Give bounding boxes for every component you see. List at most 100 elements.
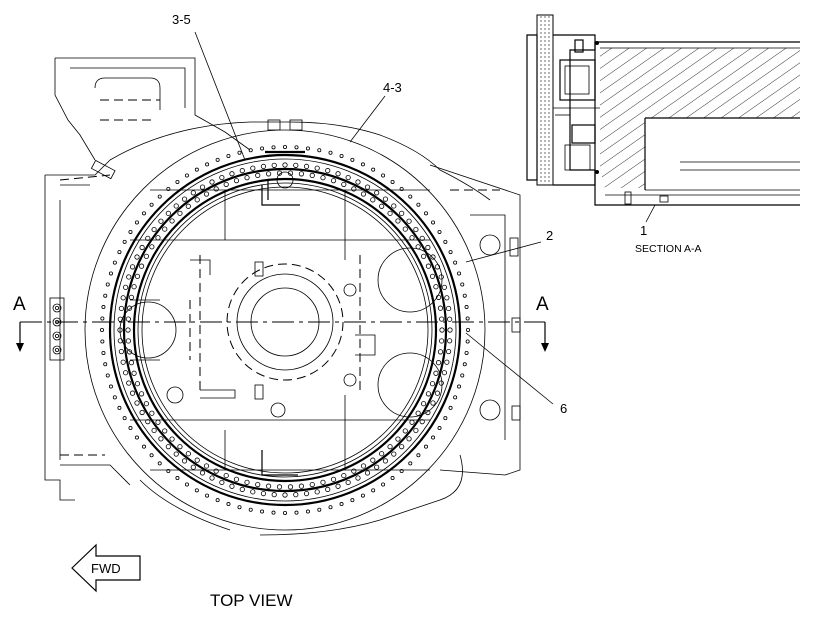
main-frame bbox=[44, 57, 521, 536]
bolt-hole bbox=[439, 316, 445, 322]
bolt-hole bbox=[294, 510, 299, 515]
bolt-hole bbox=[117, 338, 123, 344]
bolt-hole bbox=[341, 472, 347, 479]
bolt-hole bbox=[287, 484, 294, 490]
bolt-hole bbox=[122, 416, 127, 421]
bolt-hole bbox=[364, 184, 371, 190]
bolt-hole bbox=[282, 162, 288, 168]
bolt-hole bbox=[134, 435, 139, 440]
bolt-hole bbox=[453, 260, 458, 265]
bolt-hole bbox=[464, 305, 469, 310]
bolt-hole bbox=[425, 409, 431, 416]
bolt-hole bbox=[175, 179, 180, 184]
bolt-hole bbox=[100, 339, 105, 344]
bolt-hole bbox=[421, 253, 427, 259]
bolt-hole bbox=[462, 293, 467, 298]
internal-structure bbox=[59, 171, 501, 476]
bolt-hole bbox=[381, 173, 386, 178]
bolt-hole bbox=[128, 426, 133, 431]
bolt-hole bbox=[423, 444, 428, 449]
bolt-hole bbox=[330, 476, 337, 482]
bolt-hole bbox=[199, 470, 206, 476]
bolt-hole bbox=[175, 476, 180, 481]
bolt-hole bbox=[444, 359, 450, 365]
bolt-hole bbox=[151, 226, 157, 233]
bolt-hole bbox=[408, 461, 413, 466]
bolt-hole bbox=[364, 470, 371, 476]
bolt-hole bbox=[166, 468, 171, 473]
bolt-hole bbox=[125, 327, 131, 333]
bolt-hole bbox=[448, 405, 453, 410]
bolt-hole bbox=[141, 444, 146, 449]
bolt-hole bbox=[141, 211, 146, 216]
bolt-hole bbox=[117, 316, 123, 322]
bolt-hole bbox=[419, 419, 425, 425]
bolt-hole bbox=[402, 428, 408, 434]
bolt-hole bbox=[443, 239, 448, 244]
bolt-hole bbox=[181, 458, 188, 464]
bolt-hole bbox=[293, 162, 299, 168]
bolt-hole bbox=[293, 492, 299, 498]
bolt-hole bbox=[441, 370, 447, 376]
bolt-hole bbox=[351, 186, 357, 192]
bolt-hole bbox=[194, 167, 199, 172]
bolt-hole bbox=[203, 191, 210, 197]
bolt-hole bbox=[128, 360, 135, 366]
fwd-arrow: FWD bbox=[71, 543, 141, 593]
bolt-hole bbox=[429, 381, 436, 387]
bolt-hole bbox=[108, 384, 113, 389]
bearing-inner-ring bbox=[132, 177, 438, 483]
bolt-hole bbox=[215, 498, 220, 503]
bolt-hole bbox=[303, 490, 310, 497]
bolt-hole bbox=[101, 350, 106, 355]
section-marker-right: A bbox=[536, 294, 549, 315]
bolt-hole bbox=[335, 483, 341, 489]
bolt-hole bbox=[443, 416, 448, 421]
bolt-hole bbox=[128, 229, 133, 234]
bolt-hole bbox=[464, 350, 469, 355]
bolt-hole bbox=[465, 327, 470, 332]
bolt-hole bbox=[209, 179, 215, 185]
bolt-hole bbox=[173, 451, 179, 457]
bolt-hole bbox=[462, 362, 467, 367]
bolt-hole bbox=[351, 468, 357, 474]
bolt-hole bbox=[303, 163, 310, 170]
bolt-hole bbox=[105, 282, 110, 287]
bolt-hole bbox=[294, 145, 299, 150]
bolt-hole bbox=[117, 327, 123, 333]
bolt-hole bbox=[205, 162, 210, 167]
bolt-hole bbox=[103, 362, 108, 367]
bolt-hole bbox=[194, 488, 199, 493]
bolt-hole bbox=[184, 173, 189, 178]
bolt-hole bbox=[416, 202, 421, 207]
bolt-hole bbox=[425, 391, 432, 397]
bolt-hole bbox=[390, 476, 395, 481]
outer-flange-contour bbox=[84, 129, 486, 531]
bolt-hole bbox=[453, 395, 458, 400]
bolt-hole bbox=[339, 153, 344, 158]
bolt-hole bbox=[305, 146, 310, 151]
bolt-hole bbox=[317, 148, 322, 153]
bolt-hole bbox=[320, 479, 326, 485]
bolt-hole bbox=[335, 171, 341, 177]
bolt-hole bbox=[123, 284, 129, 290]
bolt-hole bbox=[395, 218, 401, 224]
bolt-hole bbox=[457, 384, 462, 389]
bolt-hole bbox=[265, 483, 272, 489]
bolt-hole bbox=[162, 226, 168, 232]
bolt-hole bbox=[194, 457, 200, 463]
bolt-hole bbox=[126, 305, 133, 311]
callouts: 3-5 4-3 2 6 bbox=[172, 12, 567, 416]
bolt-hole bbox=[239, 486, 245, 492]
bolt-hole bbox=[118, 305, 125, 312]
bolt-hole bbox=[209, 475, 215, 481]
bolt-hole bbox=[399, 468, 404, 473]
bolt-hole bbox=[360, 493, 365, 498]
bolt-hole bbox=[350, 498, 355, 503]
bolt-hole bbox=[108, 271, 113, 276]
bolt-hole bbox=[371, 167, 376, 172]
bolt-hole bbox=[149, 202, 154, 207]
bolt-hole bbox=[123, 370, 129, 376]
bolt-hole bbox=[190, 190, 196, 196]
bolt-hole bbox=[379, 451, 385, 457]
